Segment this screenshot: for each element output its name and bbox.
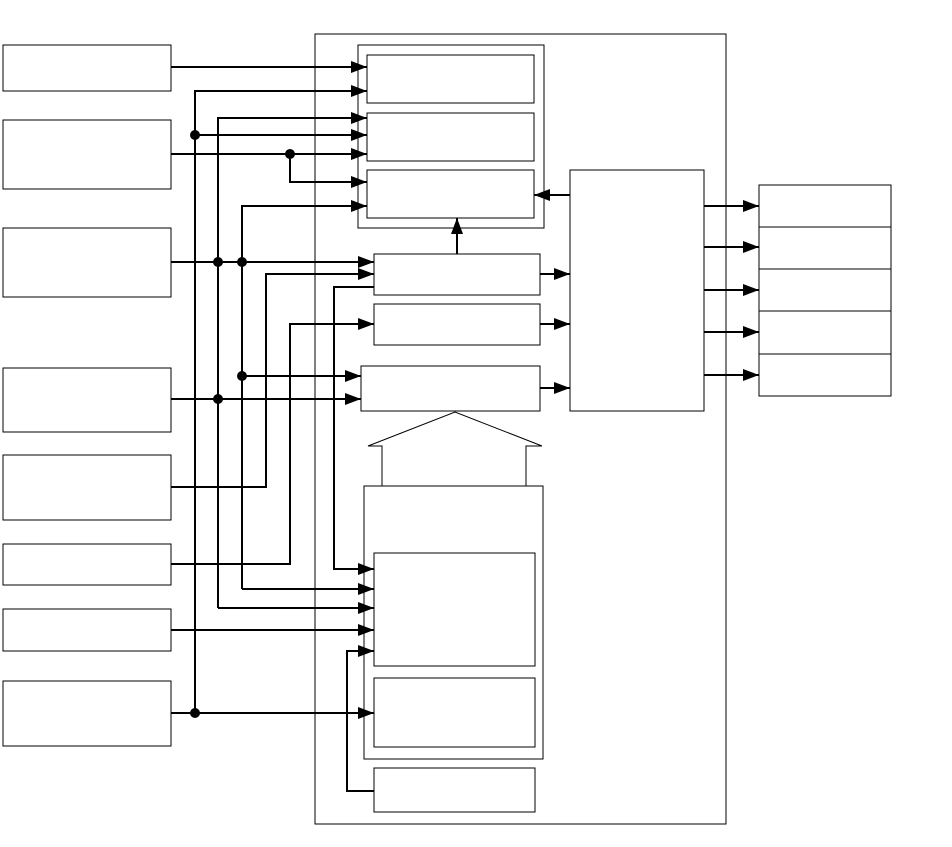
junction-dot-4 bbox=[237, 257, 247, 267]
right-block bbox=[569, 169, 705, 412]
output-box-3 bbox=[758, 268, 892, 312]
mid-block-2 bbox=[373, 303, 541, 346]
wire-in6-mid2 bbox=[171, 318, 374, 565]
wire-bot3-bot1 bbox=[346, 645, 374, 792]
bottom-block-3 bbox=[373, 767, 536, 813]
output-box-4 bbox=[758, 310, 892, 355]
wire-in5-mid1 bbox=[171, 268, 374, 488]
junction-dot-1 bbox=[190, 130, 200, 140]
input-box-8 bbox=[2, 680, 172, 747]
input-box-7 bbox=[2, 608, 172, 652]
junction-dot-5 bbox=[237, 371, 247, 381]
junction-dot-7 bbox=[190, 708, 200, 718]
wire-branch-top3 bbox=[289, 154, 367, 188]
output-box-1 bbox=[758, 184, 892, 228]
wire-busB-top2 bbox=[217, 112, 367, 608]
top-block-3 bbox=[366, 169, 535, 219]
output-box-5 bbox=[758, 353, 892, 397]
bottom-block-1 bbox=[373, 552, 536, 667]
wire-busA-top1 bbox=[194, 85, 367, 713]
output-boxes bbox=[758, 184, 892, 397]
input-box-2 bbox=[2, 119, 172, 190]
junction-dot-6 bbox=[213, 394, 223, 404]
wire-mid1-bot1 bbox=[333, 286, 374, 575]
bottom-block-2 bbox=[373, 677, 536, 748]
input-box-3 bbox=[2, 227, 172, 298]
input-box-6 bbox=[2, 543, 172, 586]
junction-dots bbox=[190, 130, 295, 718]
input-box-4 bbox=[2, 367, 172, 433]
output-box-2 bbox=[758, 226, 892, 270]
mid-block-3 bbox=[360, 365, 541, 412]
input-boxes bbox=[2, 44, 172, 747]
top-block-2 bbox=[366, 112, 535, 162]
mid-block-1 bbox=[373, 253, 541, 296]
bus-arrow bbox=[367, 411, 543, 486]
wire-busC-top3 bbox=[241, 200, 367, 589]
top-block-1 bbox=[366, 54, 535, 104]
junction-dot-2 bbox=[285, 149, 295, 159]
input-box-1 bbox=[2, 44, 172, 92]
input-box-5 bbox=[2, 454, 172, 521]
connection-wires bbox=[171, 61, 759, 792]
junction-dot-3 bbox=[213, 257, 223, 267]
